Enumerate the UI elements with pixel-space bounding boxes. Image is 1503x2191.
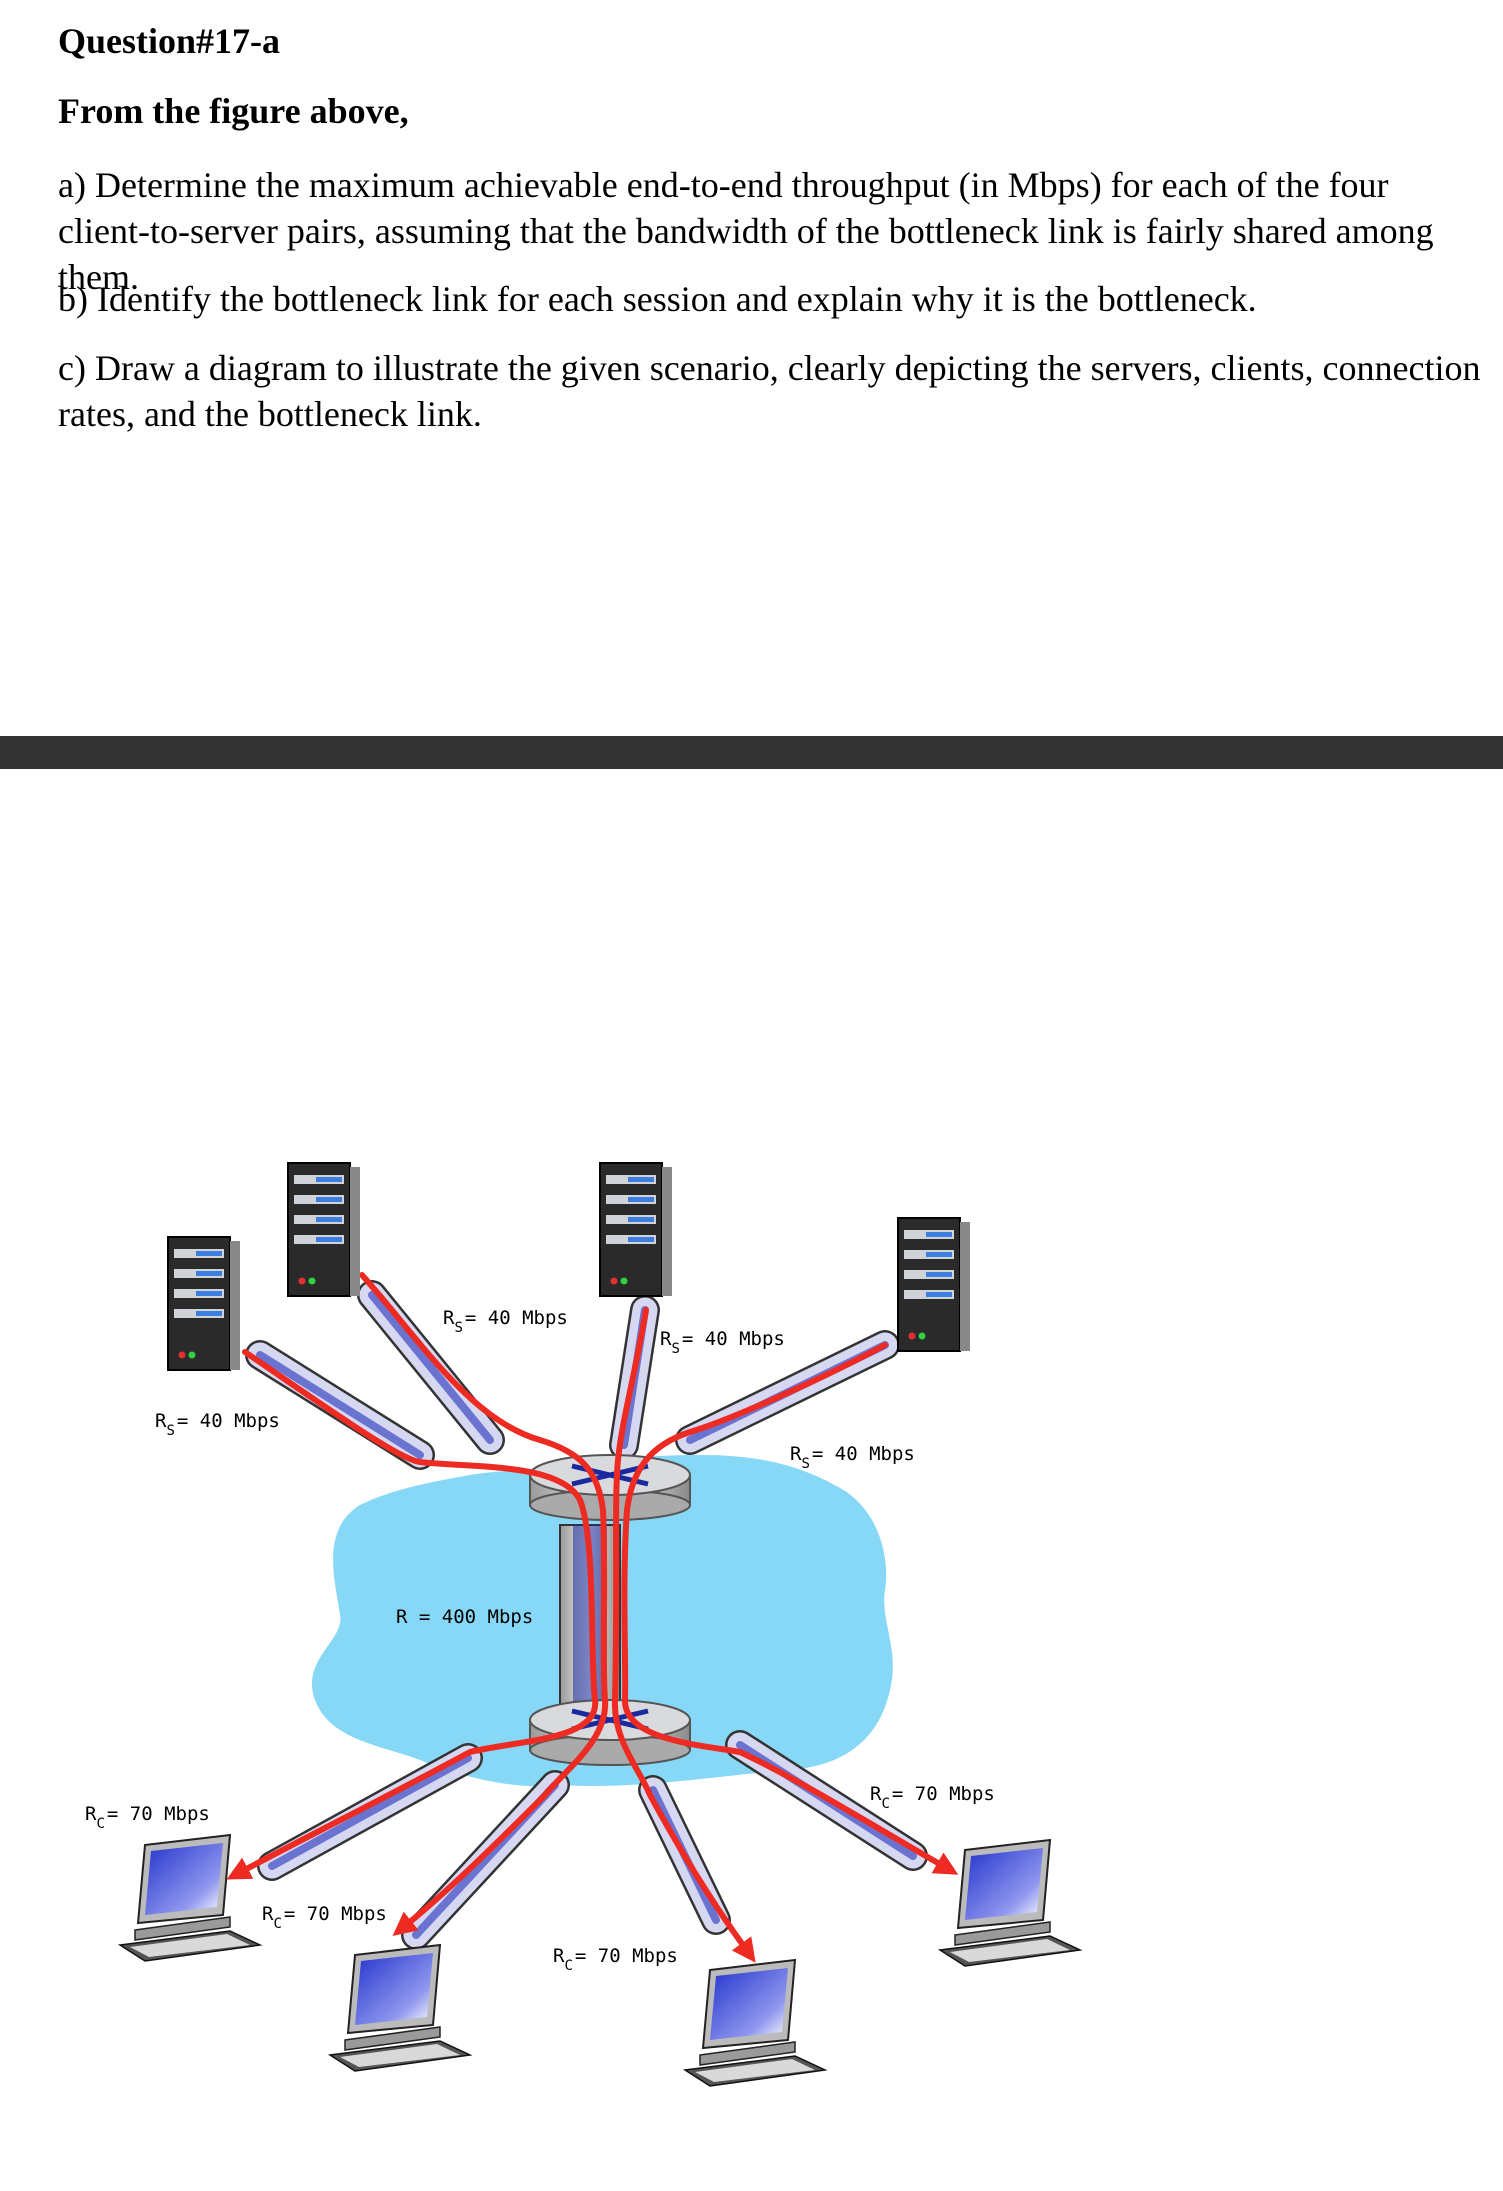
- upper-router: [529, 1454, 691, 1521]
- section-divider: [0, 736, 1503, 769]
- question-part-b: b) Identify the bottleneck link for each…: [58, 279, 1257, 319]
- flow-path-3: [611, 1307, 756, 1963]
- lower-router: [529, 1699, 691, 1766]
- flow-path-2: [359, 1272, 609, 1936]
- client-1: [117, 1833, 263, 1962]
- question-part-c: c) Draw a diagram to illustrate the give…: [58, 348, 1481, 434]
- server-link-label-4: RS= 40 Mbps: [790, 1443, 915, 1472]
- question-title: Question#17-a: [58, 21, 281, 61]
- client-link-label-3: RC= 70 Mbps: [553, 1945, 678, 1974]
- flow-path-1: [226, 1349, 599, 1880]
- flow-path-4: [621, 1342, 959, 1875]
- client-link-label-4: RC= 70 Mbps: [870, 1783, 995, 1812]
- core-link-label: R = 400 Mbps: [396, 1606, 533, 1628]
- client-link-label-2: RC= 70 Mbps: [262, 1903, 387, 1932]
- question-part-a: a) Determine the maximum achievable end-…: [58, 165, 1434, 297]
- server-link-label-2: RS= 40 Mbps: [443, 1307, 568, 1336]
- server-3: [599, 1162, 672, 1297]
- server-link-label-3: RS= 40 Mbps: [660, 1328, 785, 1357]
- server-1: [167, 1236, 240, 1371]
- client-3: [682, 1958, 828, 2087]
- server-link-label-1: RS= 40 Mbps: [155, 1410, 280, 1439]
- server-4: [897, 1217, 970, 1352]
- server-2: [287, 1162, 360, 1297]
- question-intro: From the figure above,: [58, 91, 409, 131]
- client-link-label-1: RC= 70 Mbps: [85, 1803, 210, 1832]
- client-2: [327, 1943, 473, 2072]
- client-4: [937, 1838, 1083, 1967]
